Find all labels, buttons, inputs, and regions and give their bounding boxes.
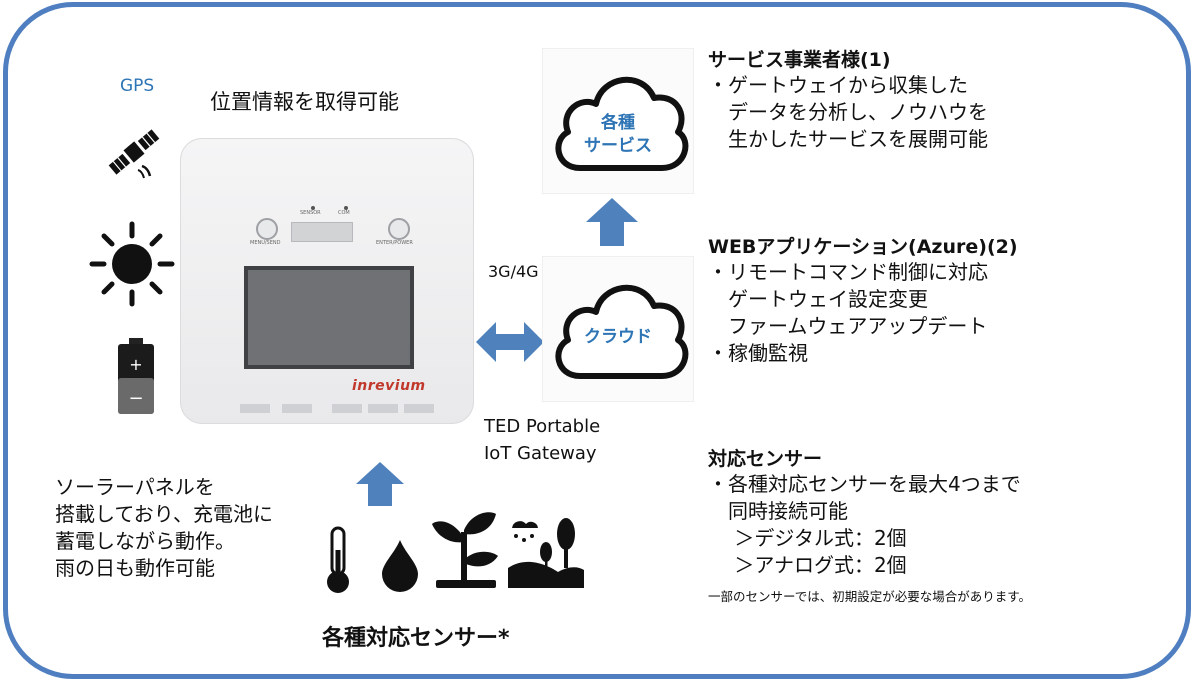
enter-power-label: ENTER/POWER [376, 240, 413, 246]
device-lcd [291, 222, 353, 242]
port-d2 [368, 404, 398, 413]
water-drop-icon [382, 540, 418, 592]
web-app-title: WEBアプリケーション(Azure)(2) [708, 236, 1018, 258]
sensors-title: 各種対応センサー* [322, 626, 510, 651]
sensor-led-label: SENSOR [300, 210, 321, 216]
plant-icon [432, 512, 498, 588]
landscape-weather-icon [508, 518, 584, 588]
sensor-led [311, 206, 315, 210]
rounded-frame [3, 2, 1191, 679]
com-led [344, 206, 348, 210]
port-a1 [240, 404, 270, 413]
network-label: 3G/4G [488, 262, 539, 281]
sensor-note: 一部のセンサーでは、初期設定が必要な場合があります。 [708, 589, 1032, 604]
service-provider-body: ・ゲートウェイから収集した データを分析し、ノウハウを 生かしたサービスを展開可… [708, 73, 988, 151]
service-cloud-icon [542, 48, 694, 194]
up-arrow-sensors [356, 462, 404, 506]
device-display [244, 266, 414, 369]
device-label: TED Portable IoT Gateway [484, 416, 601, 464]
enter-power-button[interactable] [388, 218, 410, 240]
supported-sensor-body: ・各種対応センサーを最大4つまで 同時接続可能 ＞デジタル式：2個 ＞アナログ式… [708, 472, 1021, 577]
up-arrow-cloud [586, 198, 638, 246]
device-brand: inrevium [352, 378, 426, 394]
menu-send-label: MENU/SEND [250, 240, 281, 246]
satellite-icon [108, 129, 160, 179]
service-cloud-label: 各種 サービス [584, 113, 652, 156]
cloud-icon [542, 256, 694, 402]
gps-label: GPS [120, 76, 155, 96]
port-dc [404, 404, 434, 413]
cloud-label: クラウド [584, 327, 652, 347]
service-provider-title: サービス事業者様(1) [708, 49, 891, 71]
menu-send-button[interactable] [256, 218, 278, 240]
thermometer-icon [327, 526, 349, 593]
web-app-body: ・リモートコマンド制御に対応 ゲートウェイ設定変更 ファームウェアアップデート … [708, 260, 988, 365]
location-text: 位置情報を取得可能 [210, 90, 399, 114]
gateway-device: SENSOR COM MENU/SEND ENTER/POWER inreviu… [180, 138, 474, 424]
svg-text:+: + [129, 355, 142, 374]
solar-text: ソーラーパネルを 搭載しており、充電池に 蓄電しながら動作。 雨の日も動作可能 [55, 475, 273, 580]
port-a2 [282, 404, 312, 413]
port-d1 [332, 404, 362, 413]
sun-icon [89, 221, 175, 307]
com-led-label: COM [338, 210, 350, 216]
supported-sensor-title: 対応センサー [708, 448, 823, 470]
bidirectional-arrow [476, 322, 544, 362]
battery-icon: + − [118, 338, 154, 414]
svg-text:−: − [128, 388, 143, 409]
